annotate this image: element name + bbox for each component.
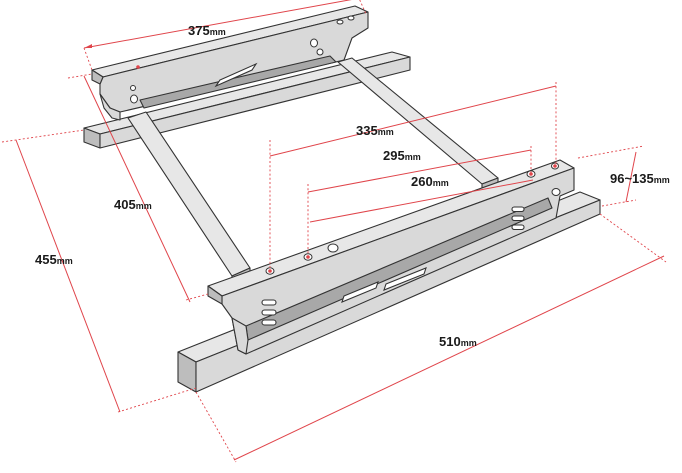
dimension-lines — [1, 0, 667, 463]
dimension-96-135 — [577, 145, 645, 207]
dimension-510 — [195, 213, 667, 463]
label-295: 295mm — [383, 148, 421, 163]
dimension-405 — [67, 73, 209, 303]
dimension-labels: 375mm 335mm 295mm 260mm 96~135mm 405mm 4… — [35, 23, 670, 349]
label-335: 335mm — [356, 123, 394, 138]
front-seat-bracket — [207, 159, 575, 355]
seat-rail-assembly — [83, 5, 601, 393]
label-96-135: 96~135mm — [610, 171, 670, 186]
rear-seat-bracket — [91, 5, 369, 121]
label-510: 510mm — [439, 334, 477, 349]
label-260: 260mm — [411, 174, 449, 189]
dimension-375 — [83, 0, 367, 71]
label-375: 375mm — [188, 23, 226, 38]
label-455: 455mm — [35, 252, 73, 267]
dimension-455 — [1, 129, 197, 413]
label-405: 405mm — [114, 197, 152, 212]
rear-floor-rail — [83, 51, 411, 149]
dimension-335 — [269, 82, 557, 270]
dimension-260 — [309, 179, 534, 223]
dimension-295 — [307, 146, 532, 256]
